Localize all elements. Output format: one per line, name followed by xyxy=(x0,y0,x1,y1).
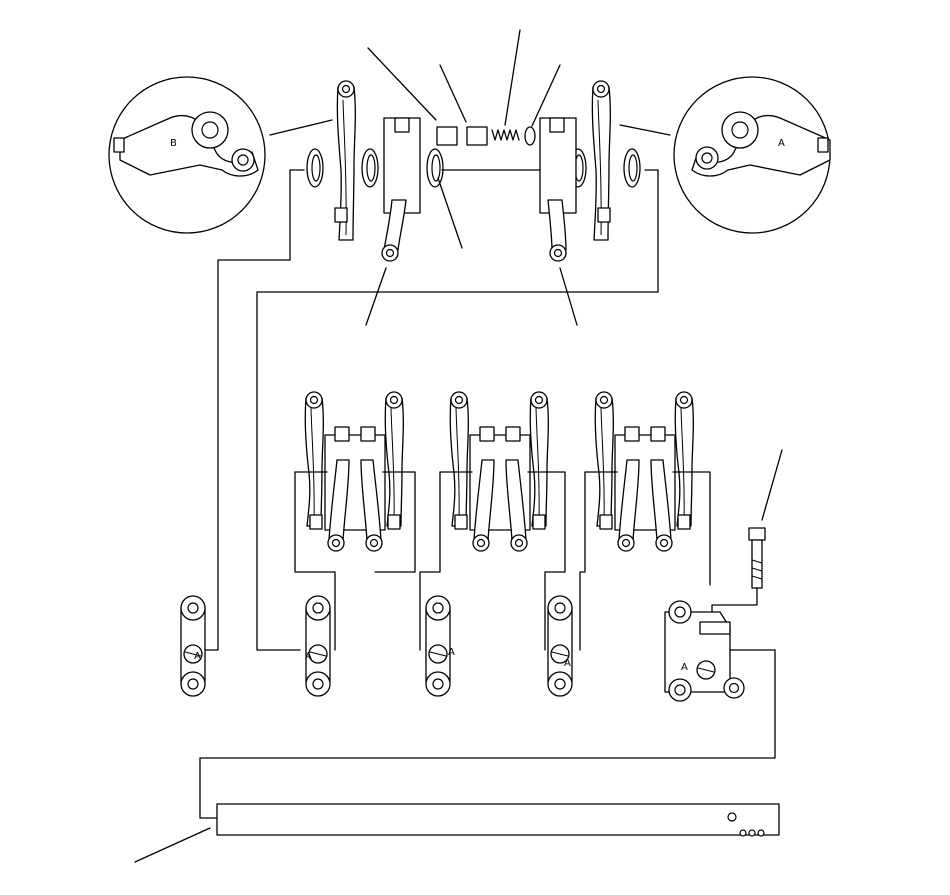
bearing-cap-3: A xyxy=(425,595,455,697)
bolt xyxy=(711,527,766,621)
svg-text:A: A xyxy=(194,651,201,662)
shaft-routing xyxy=(199,169,776,819)
detail-mark-a: A xyxy=(778,138,785,149)
bearing-cap-4: A xyxy=(547,595,573,697)
leader-lines xyxy=(134,29,783,863)
rocker-cluster-2 xyxy=(419,392,566,651)
detail-circle-left: B xyxy=(108,76,266,234)
detail-mark-b: B xyxy=(170,138,177,149)
rocker-cluster-3 xyxy=(579,392,711,651)
detail-circle-right: A xyxy=(673,76,831,234)
bearing-cap-5: A xyxy=(664,600,776,702)
bearing-cap-1: A xyxy=(180,595,206,697)
bearing-caps: A A A A A xyxy=(180,595,776,702)
svg-text:A: A xyxy=(448,647,455,658)
svg-text:A: A xyxy=(305,651,312,662)
svg-text:A: A xyxy=(564,658,571,669)
bearing-cap-2: A xyxy=(305,595,331,697)
rocker-cluster-1 xyxy=(294,392,416,651)
bottom-plate xyxy=(216,803,780,837)
top-rocker-arms xyxy=(306,80,641,262)
svg-text:A: A xyxy=(681,662,688,673)
